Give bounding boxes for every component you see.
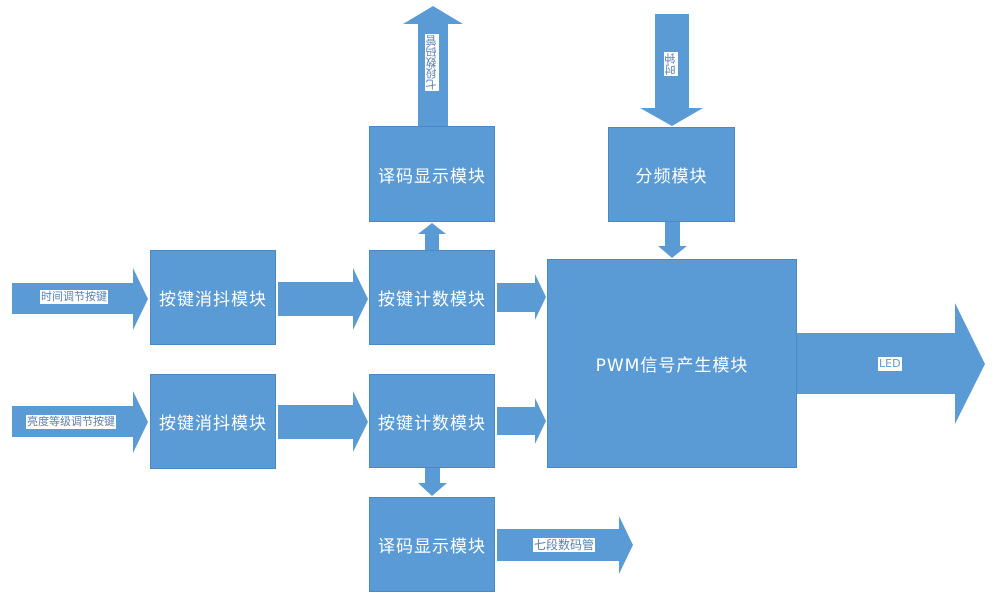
arrow-counter-to-decode-bottom [418,468,447,496]
label-brightness-key: 亮度等级调节按键 [26,415,116,429]
clock-divider-module: 分频模块 [608,127,735,222]
pwm-generator-module: PWM信号产生模块 [547,259,797,468]
arrow-counter-to-pwm-bottom [497,398,546,444]
label-seg-top: 七段数码管 [425,34,439,91]
arrow-debounce-to-counter-top [278,268,368,330]
counter-module-brightness: 按键计数模块 [369,374,495,468]
debounce-module-time: 按键消抖模块 [150,250,276,345]
block-label: 按键消抖模块 [159,414,267,434]
block-label: 译码显示模块 [378,166,486,187]
block-label: 按键消抖模块 [159,290,267,310]
decode-display-module-bottom: 译码显示模块 [369,497,495,592]
arrow-counter-to-decode-top [418,223,446,250]
counter-module-time: 按键计数模块 [369,250,495,345]
block-label: 分频模块 [635,167,708,187]
label-clock: 时钟 [664,52,678,76]
block-label: 译码显示模块 [378,537,486,557]
arrow-counter-to-pwm-top [497,274,546,320]
label-time-key: 时间调节按键 [40,290,108,304]
block-label: 按键计数模块 [378,413,486,434]
arrow-divider-to-pwm [658,222,687,258]
decode-display-module-top: 译码显示模块 [369,126,495,222]
block-label: 按键计数模块 [378,290,486,310]
debounce-module-brightness: 按键消抖模块 [150,374,276,469]
block-label: PWM信号产生模块 [595,356,749,376]
label-seg-bottom: 七段数码管 [533,538,596,552]
arrow-debounce-to-counter-bottom [278,391,368,452]
label-led: LED [878,357,902,371]
